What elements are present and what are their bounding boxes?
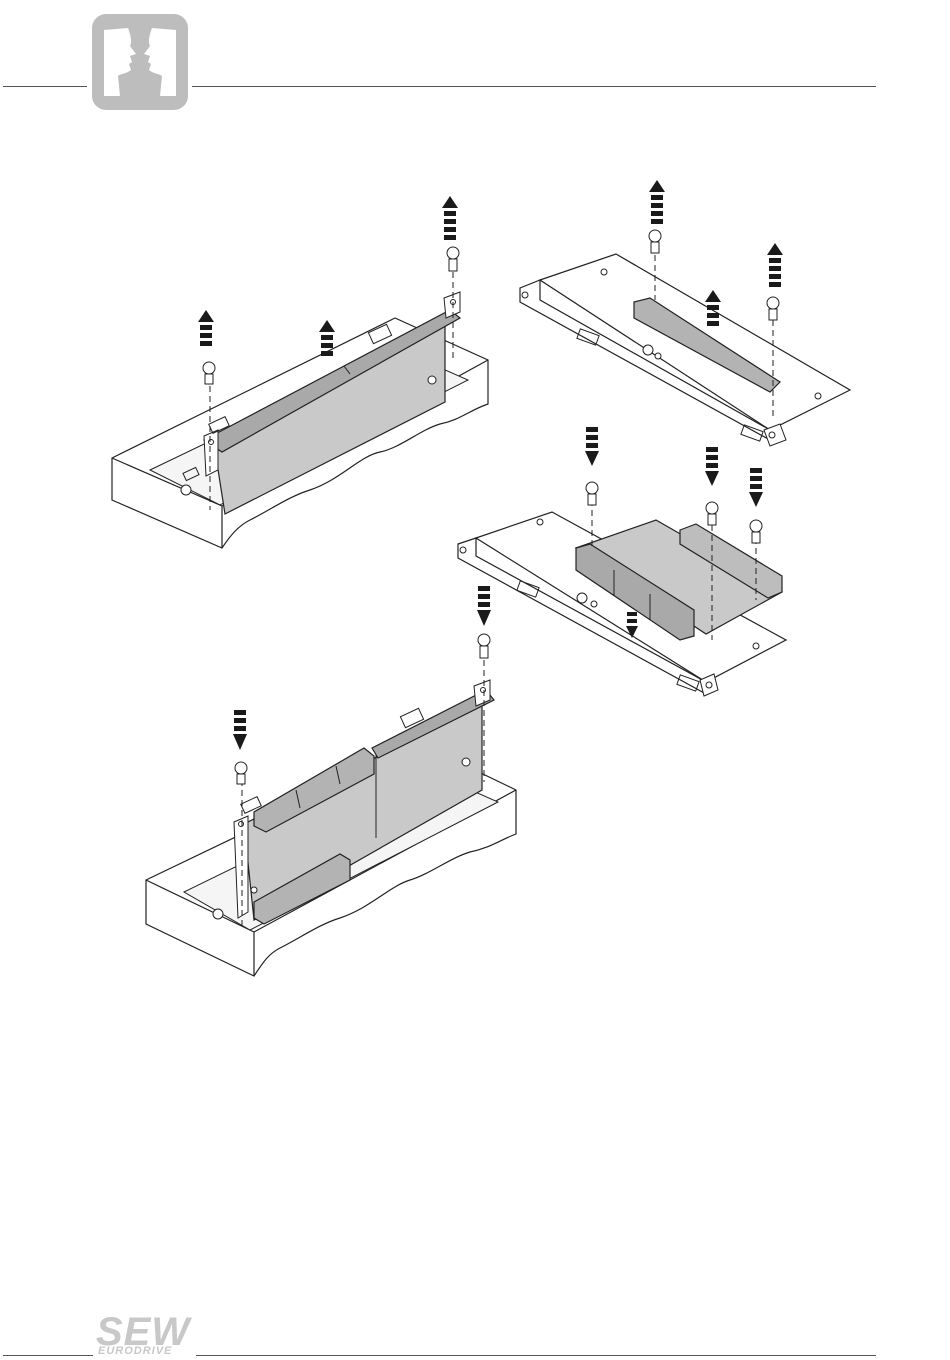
brand-subtitle: EURODRIVE	[98, 1345, 172, 1357]
option-board-mounting-middle-right	[458, 427, 786, 696]
unit-installation-bottom-left	[146, 586, 516, 976]
cover-removal-top-right	[520, 180, 850, 446]
footer-rule-left	[3, 1355, 93, 1356]
unit-removal-top-left	[112, 196, 488, 548]
sew-eurodrive-logo: SEW EURODRIVE	[96, 1312, 206, 1358]
footer-rule-right	[196, 1355, 876, 1356]
